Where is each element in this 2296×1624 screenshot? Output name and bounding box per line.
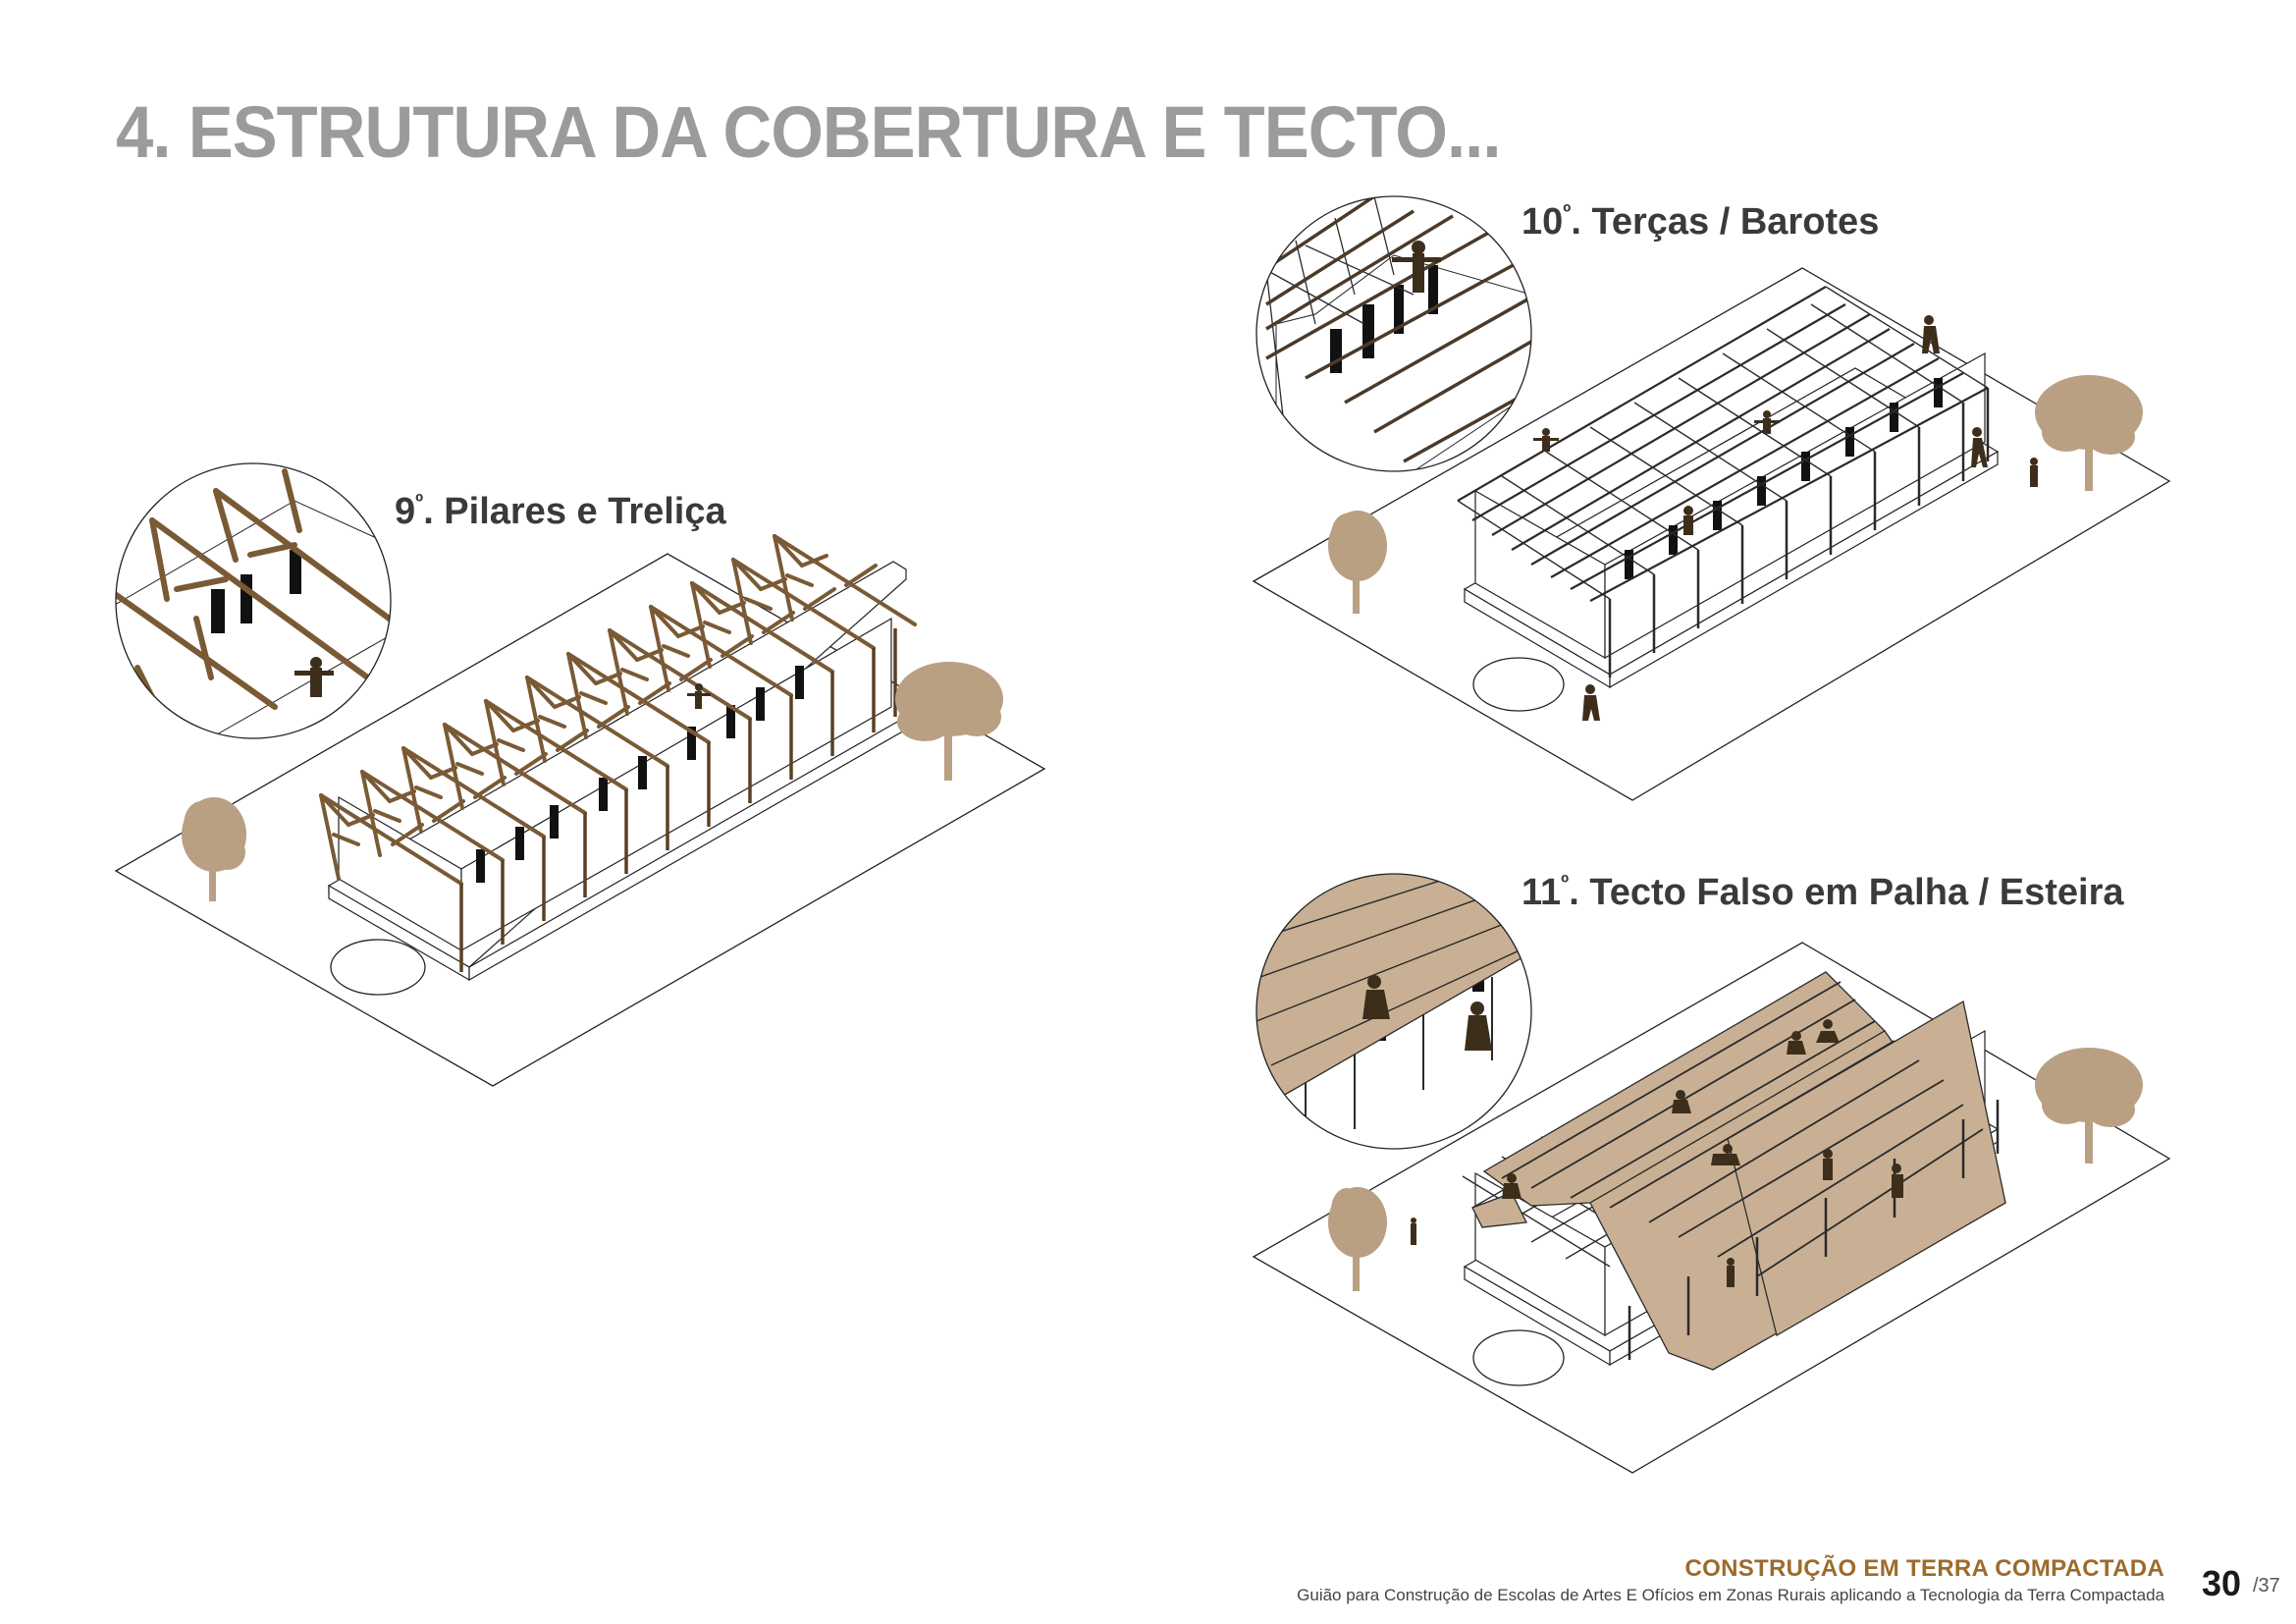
roof-trusses: [1457, 286, 1989, 600]
windows: [476, 666, 804, 883]
roof-battens: [1501, 981, 1984, 1277]
page-number: 30: [2202, 1563, 2242, 1603]
building-body: [1463, 352, 2000, 689]
step-number: 11: [1522, 872, 1562, 913]
page-title: 4. ESTRUTURA DA COBERTURA E TECTO...: [116, 91, 1501, 173]
pillars: [1608, 388, 1990, 677]
page-total: /37: [2253, 1575, 2280, 1597]
straw-mat-ceiling: [1471, 971, 2006, 1371]
tree-icon: [895, 662, 1003, 781]
tree-icon: [2035, 1048, 2143, 1164]
building-body: [328, 561, 907, 982]
step-label: . Tecto Falso em Palha / Esteira: [1569, 872, 2124, 913]
windows: [1629, 1051, 1948, 1252]
step-10-caption: 10º. Terças / Barotes: [1522, 199, 1880, 244]
detail-magnifier: [1256, 196, 1531, 471]
step-number: 9: [395, 491, 416, 532]
ordinal-mark: º: [1561, 870, 1570, 894]
tree-icon: [182, 797, 246, 901]
site-plot: [114, 553, 1046, 1087]
straw-mat-detail: [1256, 874, 1531, 1106]
roof-purlins: [1457, 286, 1989, 602]
step-label: . Pilares e Treliça: [423, 491, 726, 532]
magnifier-outline: [1255, 195, 1532, 472]
ordinal-mark: º: [1563, 199, 1572, 224]
detail-magnifier: [116, 463, 391, 738]
magnifier-outline: [1255, 873, 1532, 1150]
step-9-caption: 9º. Pilares e Treliça: [395, 489, 726, 533]
footer-subtitle: Guião para Construção de Escolas de Arte…: [1297, 1586, 2164, 1604]
footer-publication-title: CONSTRUÇÃO EM TERRA COMPACTADA: [1684, 1555, 2164, 1582]
tree-icon: [1328, 511, 1387, 614]
step-label: . Terças / Barotes: [1571, 201, 1880, 243]
site-plot: [1252, 942, 2171, 1474]
worker-figure-icon: [1411, 1019, 1903, 1287]
tree-icon: [2035, 375, 2143, 491]
pillars: [1628, 1100, 2000, 1360]
pillars: [459, 628, 897, 972]
site-plot: [1252, 267, 2171, 801]
worker-figure-icon: [1533, 315, 2038, 721]
step-11-caption: 11º. Tecto Falso em Palha / Esteira: [1522, 870, 2124, 914]
tree-icon: [1328, 1187, 1387, 1291]
magnifier-outline: [115, 462, 392, 739]
roof-trusses: [1462, 1094, 1758, 1268]
roof-trusses: [319, 534, 917, 886]
step-number: 10: [1522, 201, 1564, 243]
windows: [1625, 378, 1943, 579]
building-body: [1463, 1029, 2000, 1367]
ordinal-mark: º: [415, 489, 424, 514]
detail-magnifier: [1256, 874, 1531, 1149]
worker-figure-icon: [687, 683, 711, 709]
